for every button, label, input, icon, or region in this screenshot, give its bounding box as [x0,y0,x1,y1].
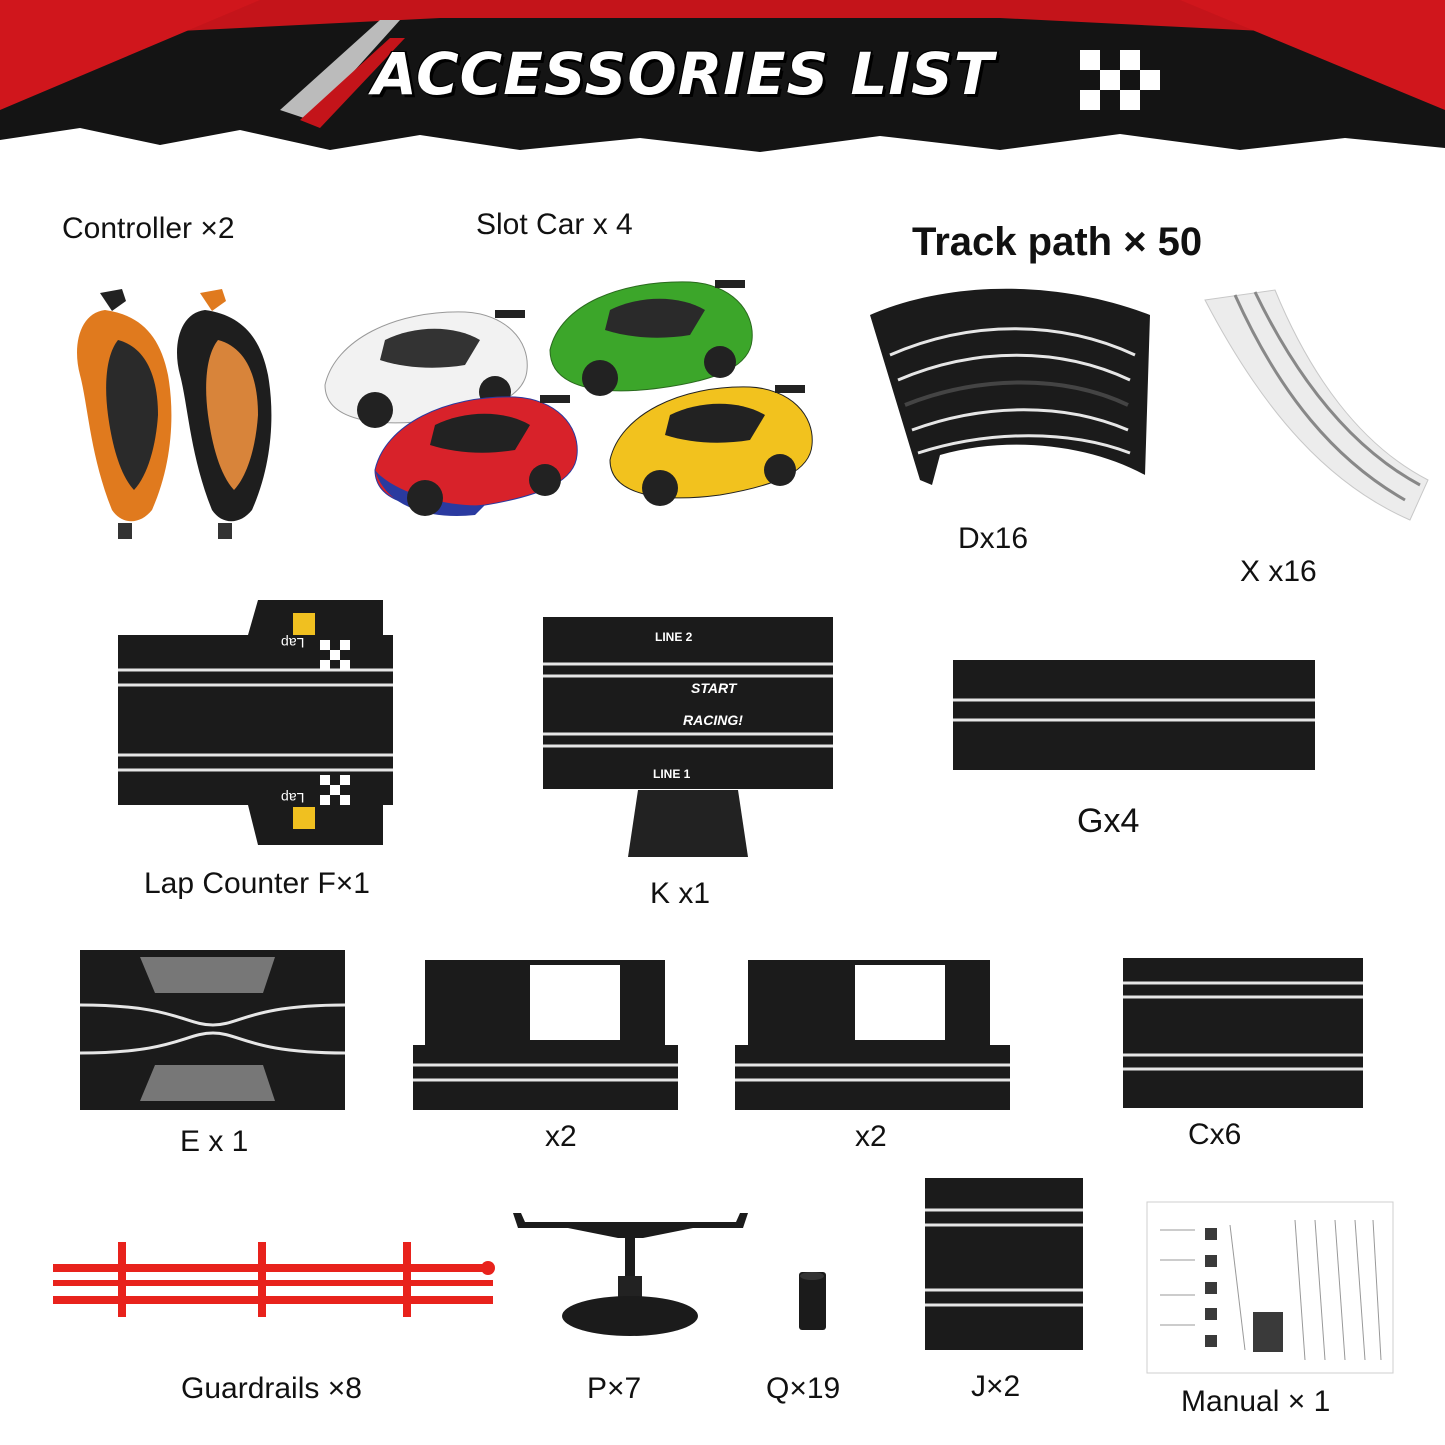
curve-d-track [860,285,1160,490]
line1-mark: LINE 1 [653,767,691,781]
racing-mark: RACING! [683,712,743,728]
e-track [65,945,360,1115]
controllers-image [60,285,290,555]
b-track [730,955,1015,1115]
car-yellow [609,385,813,506]
k-track-label: K x1 [650,877,711,910]
header-banner: ACCESSORIES LIST [0,0,1445,165]
guardrails-label: Guardrails ×8 [181,1372,362,1405]
q-part-image [795,1270,830,1332]
j-track [920,1175,1090,1355]
g-track-label: Gx4 [1077,802,1140,840]
a-track [405,955,685,1115]
line2-mark: LINE 2 [655,630,693,644]
car-green [549,280,753,396]
manual-label: Manual × 1 [1181,1385,1331,1418]
p-part-label: P×7 [587,1372,642,1405]
c-track [1105,955,1375,1113]
track-path-label: Track path × 50 [912,220,1203,264]
a-track-label: x2 [545,1120,577,1153]
lap-mark-top: Lap [281,635,305,651]
slot-cars-image [315,270,835,550]
curve-x-track [1200,285,1435,525]
curve-d-label: Dx16 [958,522,1029,555]
q-part-label: Q×19 [766,1372,841,1405]
lap-counter-track: Lap Lap [98,595,403,850]
controller-orange [77,289,172,539]
controller-black [177,289,272,539]
curve-x-label: X x16 [1240,555,1317,588]
controller-label: Controller ×2 [62,212,235,245]
g-track [935,655,1330,775]
j-track-label: J×2 [971,1370,1021,1403]
car-red-blue [374,395,578,516]
slot-car-label: Slot Car x 4 [476,208,633,241]
manual-image [1145,1200,1395,1375]
guardrails-image [48,1240,500,1320]
p-part-image [508,1208,753,1348]
b-track-label: x2 [855,1120,887,1153]
c-track-label: Cx6 [1188,1118,1242,1151]
e-track-label: E x 1 [180,1125,249,1158]
start-mark: START [691,680,737,696]
lap-counter-label: Lap Counter F×1 [144,867,370,900]
header-background [0,0,1445,165]
page-title: ACCESSORIES LIST [372,40,995,108]
lap-mark-bottom: Lap [281,790,305,806]
k-track: LINE 2 START RACING! LINE 1 [533,612,843,862]
